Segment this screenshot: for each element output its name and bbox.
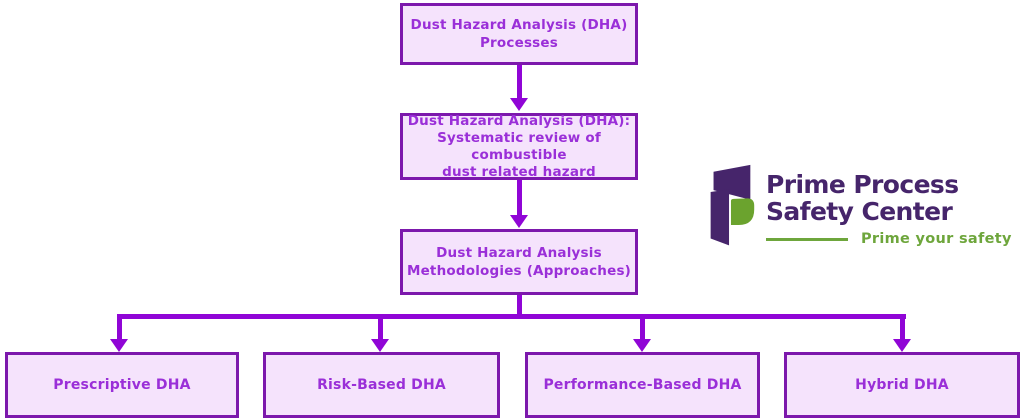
node-hybrid-dha: Hybrid DHA xyxy=(784,352,1020,418)
connector-rail xyxy=(117,314,906,319)
logo-wordmark: Prime Process Safety Center Prime your s… xyxy=(766,163,1012,247)
connector-line xyxy=(517,64,522,100)
logo-p-mark-icon xyxy=(710,164,755,246)
tagline-rule xyxy=(766,237,848,241)
node-dha-definition: Dust Hazard Analysis (DHA): Systematic r… xyxy=(400,113,638,180)
logo-tagline: Prime your safety xyxy=(861,231,1012,247)
logo-tagline-row: Prime your safety xyxy=(766,231,1012,247)
logo-name-line2: Safety Center xyxy=(766,197,953,226)
logo-name-line1: Prime Process xyxy=(766,170,959,199)
connector-line xyxy=(900,317,905,340)
logo-prime-process-safety-center: Prime Process Safety Center Prime your s… xyxy=(699,163,1012,255)
arrow-down-icon xyxy=(510,98,528,111)
connector-line xyxy=(517,179,522,217)
node-risk-based-dha: Risk-Based DHA xyxy=(263,352,500,418)
arrow-down-icon xyxy=(371,339,389,352)
connector-line xyxy=(640,317,645,340)
connector-line xyxy=(517,294,522,318)
arrow-down-icon xyxy=(633,339,651,352)
node-prescriptive-dha: Prescriptive DHA xyxy=(5,352,239,418)
node-dha-methodologies: Dust Hazard Analysis Methodologies (Appr… xyxy=(400,229,638,295)
node-performance-based-dha: Performance-Based DHA xyxy=(525,352,760,418)
connector-line xyxy=(378,317,383,340)
connector-line xyxy=(117,317,122,340)
arrow-down-icon xyxy=(110,339,128,352)
arrow-down-icon xyxy=(893,339,911,352)
node-dha-processes: Dust Hazard Analysis (DHA) Processes xyxy=(400,3,638,65)
arrow-down-icon xyxy=(510,215,528,228)
